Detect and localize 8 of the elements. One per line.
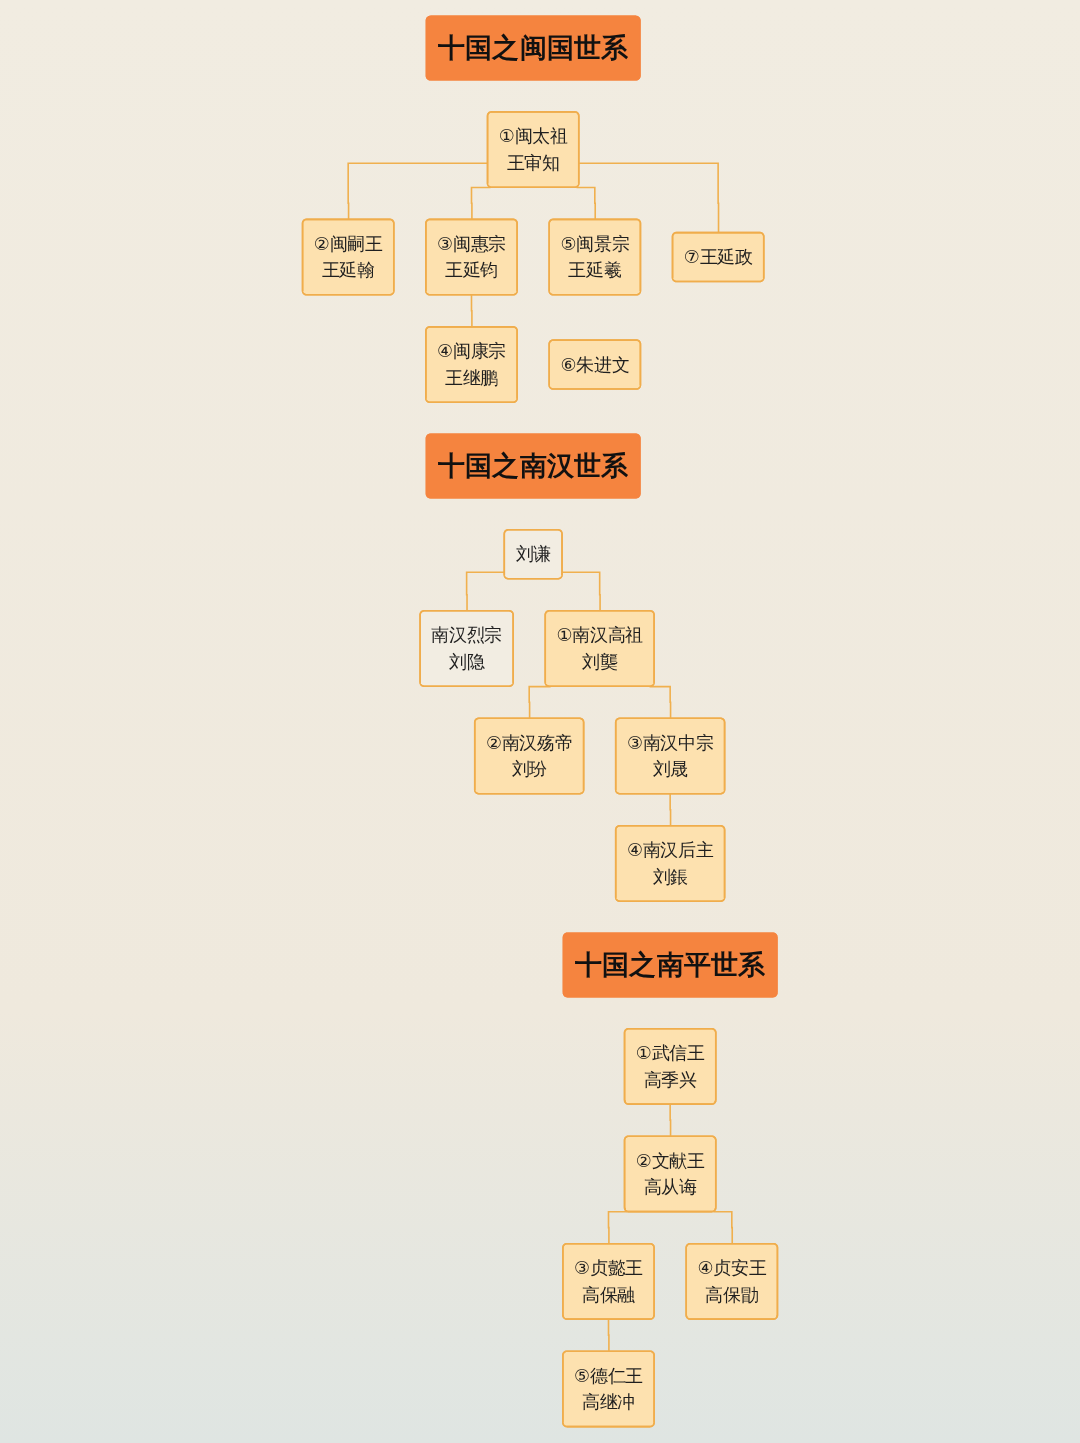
connector xyxy=(578,162,720,234)
connector xyxy=(669,1103,672,1138)
connector xyxy=(669,793,672,827)
connector xyxy=(607,1210,629,1245)
connector xyxy=(712,1210,733,1245)
connector xyxy=(575,186,596,221)
connector xyxy=(470,186,492,221)
connector xyxy=(607,1318,610,1353)
